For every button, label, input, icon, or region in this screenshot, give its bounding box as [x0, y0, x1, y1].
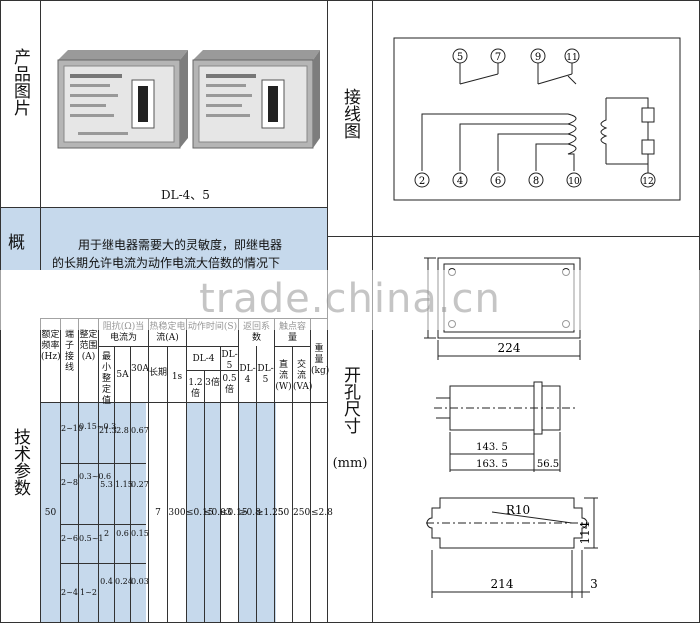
row2-range: 0.3~0.6: [79, 472, 112, 481]
overview-row: [1, 208, 327, 270]
row1-terminal: 2~10: [61, 424, 83, 433]
terminal-8: 8: [528, 172, 544, 188]
wiring-diagram: 5 7 9 11 2 4 6 8 10 12: [392, 36, 682, 206]
header-return-dl5: DL-5: [257, 364, 274, 385]
header-return-dl4: DL-4: [239, 364, 256, 385]
dim-56-5: 56.5: [537, 459, 559, 470]
terminal-5: 5: [452, 48, 468, 64]
header-op-dl4: DL-4: [192, 354, 215, 364]
dim-143-5: 143. 5: [476, 442, 508, 453]
dim-163-5: 163. 5: [476, 459, 508, 470]
header-min-setting: 最小整定值: [101, 352, 111, 406]
dim-r10: R10: [506, 503, 530, 517]
terminal-6: 6: [490, 172, 506, 188]
row1-30a: 0.67: [131, 426, 149, 435]
header-1s: 1s: [171, 372, 183, 382]
return-dl5-value: ≥1.25: [256, 508, 284, 518]
header-op-dl5: DL-5: [221, 350, 238, 371]
header-range: 整定范围(A): [79, 330, 98, 362]
return-dl4-value: ≥0.8: [239, 508, 261, 518]
ac-value: 250: [293, 508, 311, 518]
weight-value: ≤2.8: [311, 508, 333, 518]
overview-text-1: 用于继电器需要大的灵敏度，即继电器: [78, 238, 283, 252]
header-dc: 直流(W): [275, 360, 292, 392]
row3-30a: 0.15: [131, 529, 149, 538]
svg-text:6: 6: [495, 176, 501, 187]
overview-label: 概: [8, 233, 25, 253]
svg-text:8: 8: [533, 176, 539, 187]
header-30a: 30A: [131, 364, 149, 374]
svg-text:4: 4: [457, 176, 463, 187]
cutout-label: 开孔尺寸: [340, 366, 360, 434]
row4-min: 0.4: [100, 577, 113, 586]
watermark-text: trade.china.cn: [199, 276, 501, 322]
row4-terminal: 2~4: [61, 588, 78, 597]
product-photo: [48, 8, 323, 183]
row2-terminal: 2~8: [61, 478, 78, 487]
svg-text:9: 9: [535, 52, 541, 63]
product-caption: DL-4、5: [161, 188, 210, 202]
header-long-term: 长期: [149, 368, 168, 378]
header-t3: 3倍: [205, 378, 220, 388]
header-terminal: 端子接线: [64, 330, 74, 373]
header-5a: 5A: [116, 370, 129, 380]
row1-5a: 2.8: [116, 426, 129, 435]
tech-params-label: 技术参数: [10, 428, 30, 496]
terminal-12: 12: [640, 172, 656, 188]
row1-range: 0.15~0.3: [79, 422, 117, 431]
row3-5a: 0.6: [116, 529, 129, 538]
dim-3: 3: [590, 577, 598, 591]
dim-114: 114: [578, 521, 592, 544]
terminal-4: 4: [452, 172, 468, 188]
svg-text:2: 2: [419, 176, 425, 187]
dc-value: 50: [277, 508, 290, 518]
svg-text:12: 12: [642, 177, 653, 187]
terminal-11: 11: [564, 48, 580, 64]
dim-214: 214: [491, 577, 514, 591]
row2-30a: 0.27: [131, 480, 149, 489]
row3-range: 0.5~1: [79, 534, 104, 543]
header-ac: 交流(VA): [293, 360, 313, 392]
product-images-label: 产品图片: [10, 48, 30, 116]
relay-devices-illustration: [57, 50, 320, 149]
overview-text-2: 的长期允许电流为动作电流大倍数的情况下: [52, 256, 281, 270]
t05-value: ≤0.15: [220, 508, 248, 518]
header-weight: 重量(kg): [311, 344, 330, 376]
dim-224: 224: [498, 341, 521, 355]
one-s-value: 300: [168, 508, 186, 518]
terminal-7: 7: [490, 48, 506, 64]
terminal-10: 10: [566, 172, 582, 188]
terminal-2: 2: [414, 172, 430, 188]
cutout-unit: (mm): [332, 456, 368, 471]
watermark-band: [0, 270, 700, 330]
svg-text:11: 11: [566, 53, 577, 63]
row4-range: 1~2: [80, 588, 97, 597]
long-term-value: 7: [155, 508, 161, 518]
t3-value: ≤0.03: [204, 508, 232, 518]
row1-min: 21.3: [99, 426, 117, 435]
svg-text:7: 7: [495, 52, 501, 63]
row2-min: 5.3: [100, 480, 113, 489]
freq-value: 50: [44, 508, 57, 518]
header-t12: 1.2倍: [188, 378, 203, 399]
row3-min: 2: [103, 529, 110, 538]
row4-5a: 0.24: [115, 577, 133, 586]
row4-30a: 0.03: [131, 577, 149, 586]
terminal-9: 9: [530, 48, 546, 64]
t12-value: ≤0.15: [186, 508, 214, 518]
row3-terminal: 2~6: [61, 534, 78, 543]
header-freq: 额定频率(Hz): [41, 330, 61, 362]
header-t05: 0.5倍: [222, 374, 237, 395]
row2-5a: 1.15: [115, 480, 133, 489]
svg-text:10: 10: [568, 177, 580, 187]
wiring-label: 接线图: [340, 88, 360, 139]
svg-text:5: 5: [457, 52, 463, 63]
